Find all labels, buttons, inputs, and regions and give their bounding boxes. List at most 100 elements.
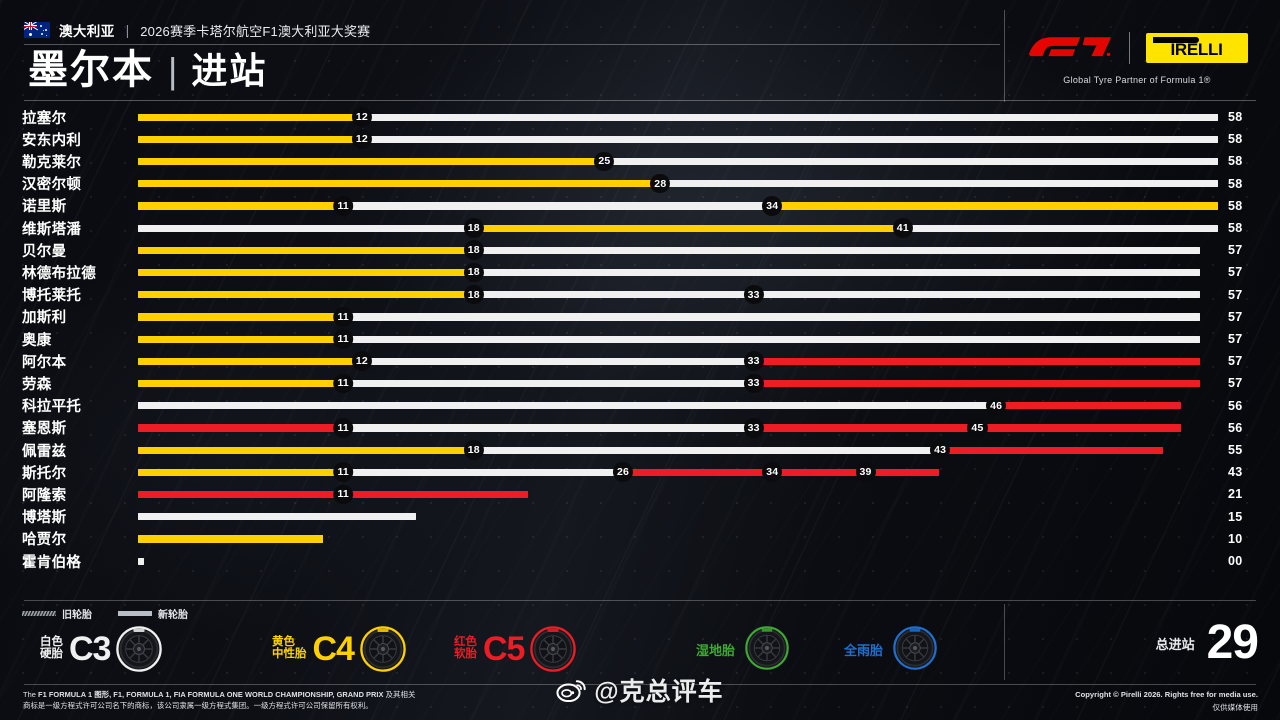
pitstop-marker[interactable]: 18	[463, 240, 484, 260]
compound-legend-c3: 白色 硬胎 C3	[40, 626, 163, 672]
pitstop-marker[interactable]: 18	[463, 218, 484, 238]
total-laps-value: 57	[1228, 287, 1243, 302]
legend-new-tyre: 新轮胎	[118, 606, 188, 621]
stint-segment-hard	[138, 513, 417, 521]
country-name: 澳大利亚	[59, 24, 115, 39]
stint-segment-medium	[138, 446, 473, 454]
stint-track: 11	[138, 328, 1220, 350]
stint-segment-soft	[753, 424, 976, 432]
pitstop-marker[interactable]: 12	[351, 129, 372, 149]
tyre-icon	[360, 626, 406, 672]
watermark-text: @克总评车	[594, 678, 724, 706]
legend-rule	[24, 600, 1256, 601]
driver-name: 安东内利	[22, 132, 82, 149]
stint-segment-soft	[977, 424, 1182, 432]
pitstop-marker[interactable]: 25	[594, 151, 615, 172]
compound-label: 红色 软胎	[454, 637, 477, 660]
tyre-icon	[745, 626, 789, 670]
total-laps-value: 15	[1228, 509, 1243, 524]
pirelli-logo-text: IRELLI	[1170, 39, 1223, 59]
pitstop-marker[interactable]: 34	[762, 195, 783, 216]
pitstop-marker[interactable]: 11	[333, 462, 353, 482]
total-laps-value: 58	[1228, 198, 1243, 213]
stint-track: 12	[138, 106, 1220, 128]
total-pitstops: 总进站 29	[1008, 610, 1259, 676]
pirelli-tagline: Global Tyre Partner of Formula 1®	[1063, 74, 1211, 85]
stint-segment-medium	[138, 468, 342, 476]
driver-name: 诺里斯	[22, 199, 67, 216]
pitstop-marker[interactable]: 43	[930, 440, 951, 460]
pitstop-marker[interactable]: 11	[333, 373, 353, 394]
total-laps-value: 58	[1228, 221, 1243, 236]
stint-track	[138, 550, 1220, 572]
stint-segment-medium	[138, 535, 324, 543]
pitstop-marker[interactable]: 12	[351, 107, 372, 127]
weather-legend-intermediate: 湿地胎	[696, 626, 791, 672]
stint-segment-hard	[604, 157, 1219, 166]
stint-segment-medium	[138, 268, 473, 277]
stint-segment-hard	[361, 357, 753, 365]
total-laps-value: 57	[1228, 332, 1243, 347]
compound-type-label: 中性胎	[272, 648, 307, 660]
stint-segment-medium	[138, 335, 342, 343]
total-laps-value: 56	[1228, 420, 1243, 435]
compound-code: C4	[312, 629, 355, 668]
pitstop-marker[interactable]: 33	[743, 373, 764, 394]
compound-color-label: 红色	[454, 636, 477, 649]
pitstop-marker[interactable]: 26	[612, 462, 634, 482]
compound-type-label: 软胎	[454, 648, 477, 660]
pitstop-marker[interactable]: 18	[463, 262, 484, 283]
stint-segment-soft	[138, 490, 342, 499]
pitstop-marker[interactable]: 33	[743, 417, 764, 438]
driver-name: 哈贾尔	[22, 532, 67, 549]
stint-segment-soft	[753, 357, 1200, 365]
tyre-age-legend: 旧轮胎 新轮胎	[22, 606, 188, 621]
pitstop-marker[interactable]: 33	[743, 284, 764, 305]
driver-name: 博塔斯	[22, 510, 67, 527]
pitstop-marker[interactable]: 11	[333, 417, 353, 438]
legal-suffix: 及其相关	[383, 690, 416, 699]
pitstop-marker[interactable]: 33	[743, 351, 764, 371]
pitstop-marker[interactable]: 41	[892, 218, 913, 238]
driver-name: 维斯塔潘	[22, 221, 82, 238]
driver-name: 斯托尔	[22, 465, 67, 482]
stint-segment-soft	[753, 379, 1200, 388]
stint-track: 18	[138, 239, 1220, 261]
stint-track: 46	[138, 395, 1220, 417]
pitstop-marker[interactable]: 46	[986, 395, 1007, 416]
legal-bold: F1 FORMULA 1 图形, F1, FORMULA 1, FIA FORM…	[38, 690, 384, 699]
pitstop-marker[interactable]: 18	[463, 284, 484, 305]
stint-segment-hard	[343, 424, 753, 432]
compound-label: 黄色 中性胎	[272, 637, 307, 660]
pitstop-marker[interactable]: 12	[351, 351, 372, 371]
pitstop-marker[interactable]: 11	[333, 484, 353, 505]
total-laps-value: 57	[1228, 265, 1243, 280]
weibo-watermark: @克总评车	[556, 672, 723, 708]
legend-old-tyre: 旧轮胎	[22, 606, 92, 621]
pitstop-marker[interactable]: 11	[333, 306, 353, 327]
total-laps-value: 57	[1228, 243, 1243, 258]
driver-name: 阿尔本	[22, 354, 67, 371]
total-laps-value: 00	[1228, 554, 1243, 569]
pitstop-marker[interactable]: 39	[855, 462, 876, 482]
total-laps-value: 58	[1228, 154, 1243, 169]
header-vertical-divider	[1004, 10, 1005, 102]
total-laps-value: 56	[1228, 398, 1243, 413]
tyre-icon	[530, 626, 577, 672]
pitstop-marker[interactable]: 18	[463, 440, 484, 460]
stint-track: 11	[138, 483, 1220, 505]
pitstop-marker[interactable]: 28	[650, 173, 671, 194]
pitstop-marker[interactable]: 11	[333, 195, 353, 216]
driver-name: 加斯利	[22, 310, 67, 327]
total-laps-value: 58	[1228, 176, 1243, 191]
pitstop-marker[interactable]: 11	[333, 329, 353, 349]
compound-color-label: 黄色	[272, 636, 295, 649]
pitstop-marker[interactable]: 45	[967, 417, 988, 438]
pitstop-marker[interactable]: 34	[762, 462, 783, 482]
